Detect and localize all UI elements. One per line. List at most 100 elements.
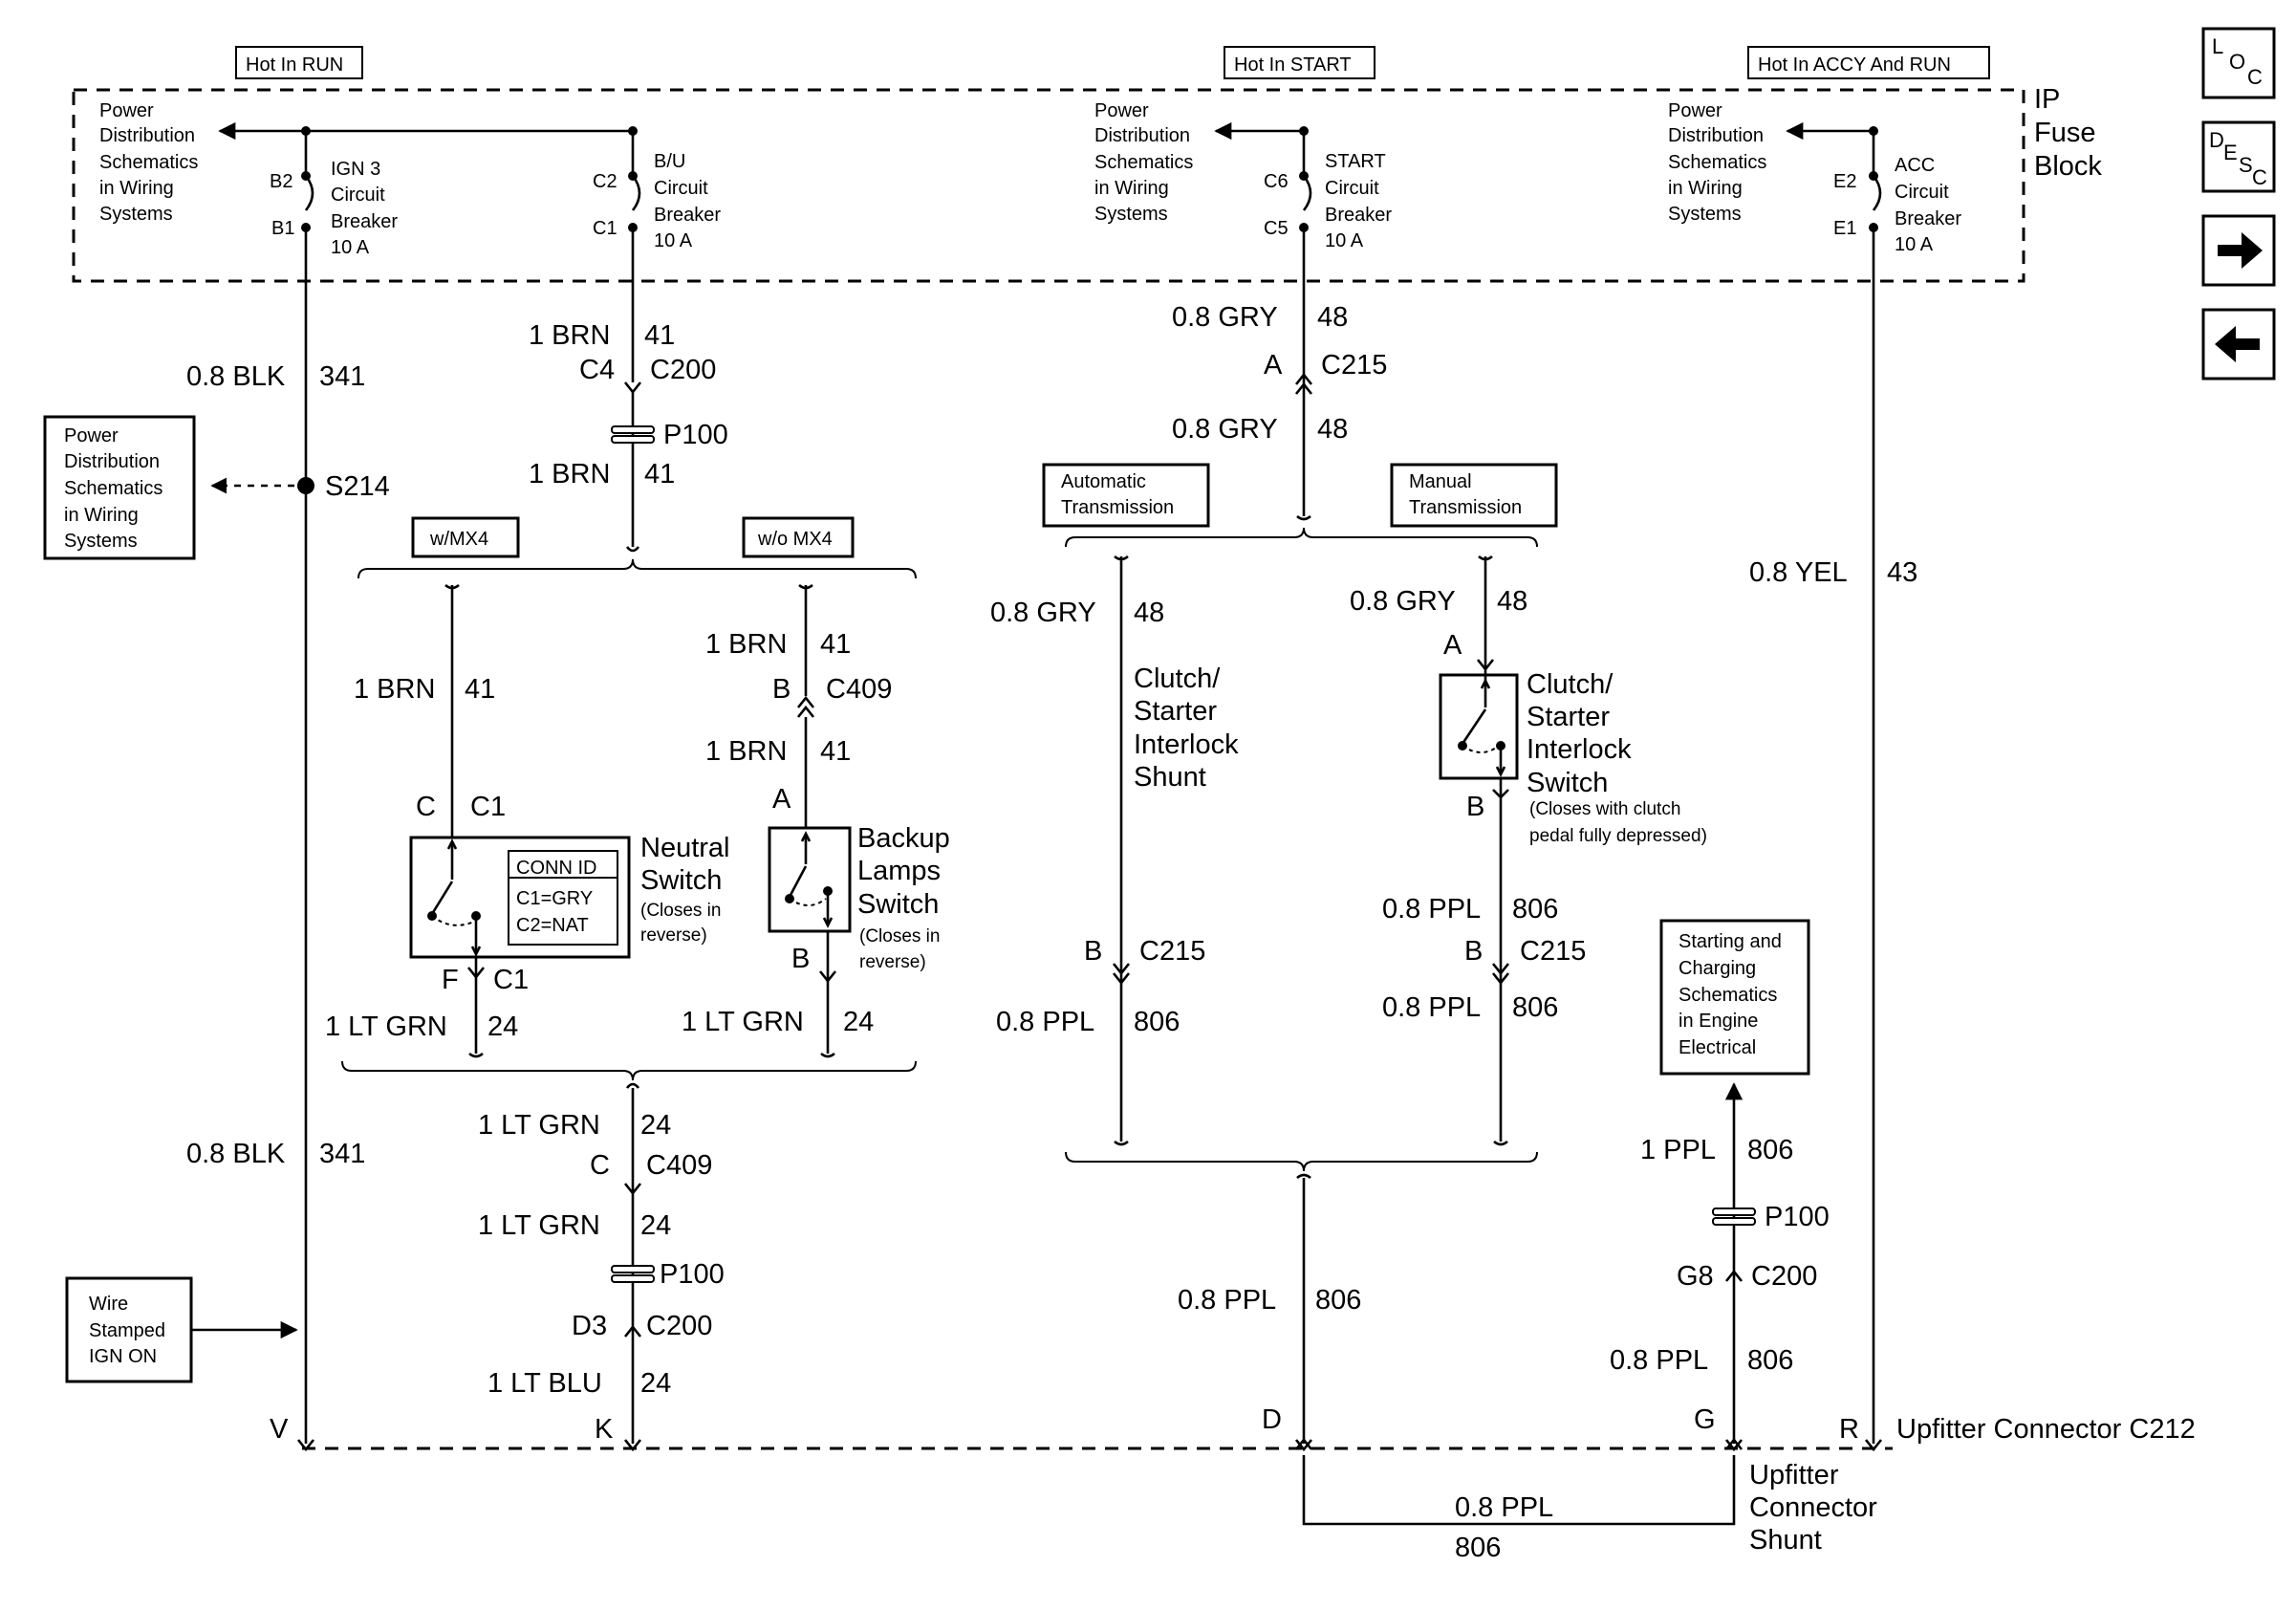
power-distribution-box-left: Power Distribution Schematics in Wiring … [43, 415, 196, 560]
svg-text:Systems: Systems [1094, 204, 1168, 225]
svg-text:Switch: Switch [857, 889, 939, 920]
wire-label: 1 LT BLU [487, 1368, 602, 1399]
svg-text:(Closes in: (Closes in [859, 926, 940, 946]
pin-label: C4 [579, 355, 615, 385]
connector-label: C215 [1520, 936, 1586, 967]
pin-label: G8 [1677, 1261, 1714, 1292]
connector-symbol [818, 970, 837, 984]
previous-button[interactable] [2201, 308, 2276, 381]
wire-label: 0.8 GRY [1172, 302, 1278, 333]
splice-label: S214 [325, 471, 390, 502]
loc-button[interactable]: L O C [2201, 27, 2276, 99]
svg-text:IGN ON: IGN ON [89, 1346, 157, 1367]
circuit-label: 806 [1512, 992, 1558, 1023]
backup-lamps-switch: Backup Lamps Switch (Closes in reverse) [768, 823, 950, 972]
option-break [625, 546, 640, 553]
connector-c215-symbol [1112, 963, 1131, 976]
pin-k-symbol [623, 1439, 642, 1452]
svg-text:P100: P100 [663, 420, 728, 450]
wire-label: 0.8 BLK [186, 361, 286, 392]
wire-label: 0.8 PPL [996, 1007, 1094, 1037]
svg-text:Power: Power [1668, 100, 1722, 121]
svg-text:Distribution: Distribution [99, 125, 195, 146]
svg-text:E2: E2 [1833, 171, 1856, 192]
wire-label: 0.8 PPL [1610, 1345, 1708, 1376]
wire-label: 0.8 PPL [1382, 894, 1481, 925]
svg-text:reverse): reverse) [859, 952, 926, 972]
svg-text:reverse): reverse) [640, 925, 707, 946]
wire-label: 0.8 GRY [1172, 414, 1278, 445]
power-distribution-note-right: Power Distribution Schematics in Wiring … [1668, 100, 1766, 225]
desc-button[interactable]: D E S C [2201, 120, 2276, 193]
svg-text:Shunt: Shunt [1134, 762, 1206, 793]
svg-text:in Wiring: in Wiring [64, 505, 139, 526]
svg-text:C: C [2247, 65, 2263, 89]
connector-c1-symbol [466, 967, 486, 980]
wire-label: 1 BRN [705, 629, 787, 660]
option-brace-bottom [341, 1060, 917, 1081]
pin-label: G [1694, 1404, 1716, 1435]
with-mx4-tag: w/MX4 [411, 516, 520, 558]
leg-break [468, 1052, 484, 1058]
svg-text:Circuit: Circuit [331, 185, 385, 206]
svg-text:Schematics: Schematics [1094, 152, 1193, 173]
svg-text:Distribution: Distribution [1094, 125, 1190, 146]
pin-label: R [1839, 1414, 1859, 1445]
connector-label: C200 [1751, 1261, 1817, 1292]
wire-label: 1 BRN [354, 674, 435, 705]
svg-text:Breaker: Breaker [1325, 205, 1392, 226]
svg-text:Switch: Switch [1527, 768, 1608, 798]
pin-r-symbol [1864, 1439, 1883, 1452]
wire-label: 1 LT GRN [478, 1210, 600, 1241]
hot-in-accy-run-tag: Hot In ACCY And RUN [1747, 46, 1990, 79]
pass-through-p100: P100 [611, 420, 728, 450]
svg-text:START: START [1325, 151, 1386, 172]
svg-text:D: D [2209, 128, 2224, 152]
next-button[interactable] [2201, 214, 2276, 287]
wire-label: 0.8 PPL [1455, 1492, 1553, 1523]
svg-text:(Closes in: (Closes in [640, 901, 721, 921]
splice-s214 [297, 477, 314, 494]
pass-through-p100: P100 [1712, 1202, 1830, 1232]
neutral-switch: CONN ID C1=GRY C2=NAT Neutral Switch (Cl… [409, 828, 730, 959]
circuit-label: 806 [1512, 894, 1558, 925]
svg-text:ACC: ACC [1895, 155, 1935, 176]
svg-text:P100: P100 [660, 1259, 725, 1290]
circuit-label: 48 [1134, 598, 1164, 628]
power-distribution-note-left: Power Distribution Schematics in Wiring … [99, 100, 198, 225]
svg-text:Power: Power [99, 100, 154, 121]
wire-stamped-box: Wire Stamped IGN ON [65, 1276, 193, 1383]
svg-text:B/U: B/U [654, 151, 685, 172]
wire-label: 1 LT GRN [478, 1110, 600, 1141]
svg-text:Neutral: Neutral [640, 833, 730, 863]
svg-text:Automatic: Automatic [1061, 471, 1146, 492]
pin-label: B [1084, 936, 1102, 967]
circuit-label: 41 [644, 320, 675, 351]
svg-text:C6: C6 [1264, 171, 1289, 192]
svg-text:C1=GRY: C1=GRY [516, 888, 593, 909]
wire-label: 1 BRN [529, 320, 610, 351]
svg-text:Breaker: Breaker [331, 211, 398, 232]
connector-c212-label: Upfitter Connector C212 [1896, 1414, 2196, 1445]
connector-symbol [1492, 789, 1509, 799]
svg-text:Fuse: Fuse [2034, 118, 2095, 148]
wire-label: 1 BRN [529, 459, 610, 490]
svg-text:Schematics: Schematics [64, 478, 162, 499]
pin-label: K [595, 1414, 614, 1445]
upfitter-connector-shunt [1302, 1455, 1736, 1526]
circuit-label: 341 [319, 361, 365, 392]
connector-label: C200 [650, 355, 716, 385]
connector-label: C215 [1139, 936, 1205, 967]
clutch-starter-interlock-switch: Clutch/ Starter Interlock Switch [1439, 669, 1632, 798]
circuit-label: 806 [1747, 1345, 1793, 1376]
circuit-label: 806 [1134, 1007, 1180, 1037]
circuit-label: 24 [640, 1110, 671, 1141]
without-mx4-tag: w/o MX4 [742, 516, 855, 558]
svg-text:w/MX4: w/MX4 [429, 529, 488, 550]
svg-text:Starter: Starter [1134, 696, 1217, 727]
wire-label: 0.8 PPL [1382, 992, 1481, 1023]
connector-label: C409 [646, 1150, 712, 1181]
ip-fuse-block-boundary [72, 88, 2025, 283]
svg-text:Hot In START: Hot In START [1234, 54, 1352, 76]
svg-text:Hot In ACCY And RUN: Hot In ACCY And RUN [1758, 54, 1951, 76]
